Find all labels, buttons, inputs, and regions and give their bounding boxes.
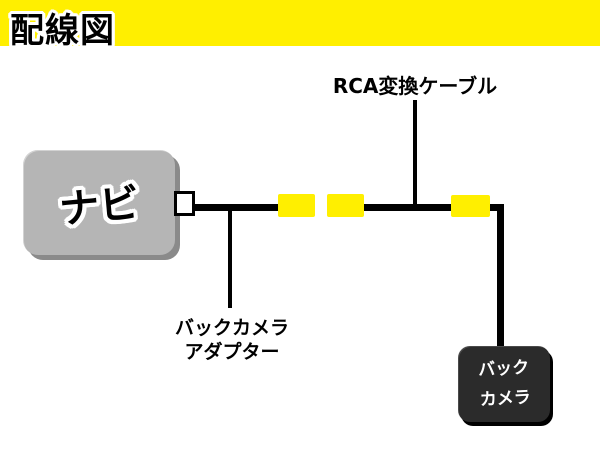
navi-connector-port-icon (174, 191, 195, 216)
back-camera-box: バック カメラ (458, 346, 550, 422)
adapter-label-line2: アダプター (184, 341, 280, 363)
rca-plug-connector-icon (327, 194, 364, 217)
back-camera-box-label: バック カメラ (477, 353, 531, 416)
navi-box-label: ナビ (57, 180, 142, 233)
rca-plug-connector-icon (451, 195, 490, 217)
back-camera-label-line2: カメラ (478, 387, 531, 411)
cable-segment-right (327, 204, 504, 211)
adapter-label: バックカメラ アダプター (132, 316, 332, 364)
page-title: 配線図 (10, 11, 115, 51)
cable-segment-left (189, 204, 315, 211)
adapter-label-line1: バックカメラ (174, 317, 289, 339)
back-camera-label-line1: バック (477, 357, 530, 381)
cable-segment-down (497, 204, 504, 348)
rca-label-leader-line (413, 100, 417, 206)
navi-box: ナビ (23, 150, 175, 255)
adapter-label-leader-line (228, 211, 232, 308)
rca-plug-connector-icon (278, 194, 315, 217)
title-banner: 配線図 (0, 0, 600, 51)
rca-cable-label: RCA変換ケーブル (332, 74, 498, 98)
